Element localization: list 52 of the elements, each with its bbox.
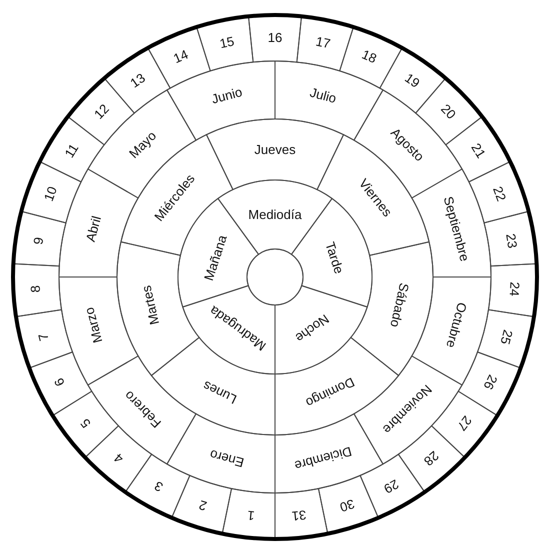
weekday-segment — [116, 240, 201, 377]
day-number: 31 — [291, 506, 308, 523]
month-label: Enero — [208, 446, 246, 470]
time-of-day-label: Tarde — [322, 240, 346, 276]
day-number: 17 — [314, 34, 332, 52]
time-of-day-segment — [181, 284, 276, 375]
day-number: 6 — [52, 376, 68, 389]
day-number: 16 — [268, 30, 282, 46]
day-number: 27 — [454, 413, 474, 434]
day-number: 10 — [42, 184, 60, 204]
weekday-label: Jueves — [254, 142, 296, 157]
day-number: 12 — [92, 102, 112, 122]
day-number: 20 — [438, 102, 458, 122]
weekday-segment — [349, 240, 434, 377]
month-segment — [274, 412, 385, 494]
day-number: 30 — [338, 496, 356, 514]
day-number-segment — [457, 351, 522, 417]
month-label: Diciembre — [293, 443, 354, 472]
month-segment — [410, 167, 492, 278]
day-number: 5 — [78, 416, 94, 431]
day-number: 3 — [152, 478, 166, 494]
day-number: 18 — [360, 48, 379, 67]
center-circle — [246, 248, 304, 306]
day-number: 19 — [402, 70, 422, 91]
weekday-label: Martes — [139, 284, 162, 326]
day-number: 22 — [490, 184, 508, 204]
month-label: Abril — [84, 214, 105, 243]
month-segment — [58, 167, 140, 278]
day-number: 2 — [198, 497, 210, 513]
day-number: 7 — [36, 332, 52, 342]
day-number: 26 — [480, 372, 500, 392]
day-number: 13 — [128, 70, 148, 91]
day-number: 11 — [62, 141, 82, 160]
day-number: 9 — [31, 236, 46, 246]
day-number: 29 — [381, 476, 401, 496]
weekday-label: Sábado — [387, 282, 412, 329]
day-number: 1 — [246, 507, 256, 522]
month-segment — [165, 412, 276, 494]
month-label: Junio — [210, 85, 244, 108]
month-label: Marzo — [82, 306, 106, 345]
day-number: 15 — [218, 34, 236, 52]
day-number: 14 — [171, 48, 190, 67]
day-number: 23 — [503, 232, 520, 250]
month-label: Octubre — [442, 301, 469, 350]
day-number: 25 — [498, 328, 516, 346]
day-number: 4 — [112, 450, 127, 466]
day-number: 28 — [420, 448, 441, 468]
day-number: 24 — [506, 282, 522, 297]
time-of-day-label: Mediodía — [248, 207, 302, 222]
month-label: Julio — [308, 86, 338, 107]
day-number: 8 — [28, 285, 44, 294]
day-number: 21 — [468, 140, 488, 160]
